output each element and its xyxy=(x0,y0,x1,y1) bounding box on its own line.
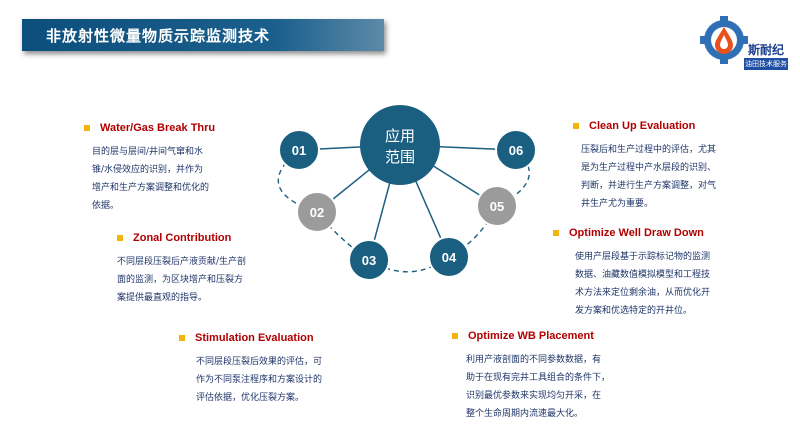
bullet-icon xyxy=(84,125,90,131)
item-description: 目的层与层间/井间气窜和水锥/水侵效应的识别，并作为增产和生产方案调整和优化的依… xyxy=(92,147,210,211)
item-description: 使用产层段基于示踪标记物的监测数据、油藏数值模拟模型和工程技术方法来定位剩余油，… xyxy=(575,252,711,316)
item-optimize-wb-placement: Optimize WB Placement 利用产液剖面的不同参数数据，有助于在… xyxy=(452,330,610,423)
item-zonal-contribution: Zonal Contribution 不同层段压裂后产液贡献/生产剖面的监测，为… xyxy=(117,232,246,307)
bullet-icon xyxy=(553,230,559,236)
node-02-label: 02 xyxy=(310,205,324,220)
item-description: 压裂后和生产过程中的评估，尤其是为生产过程中产水层段的识别、判断，并进行生产方案… xyxy=(581,145,717,209)
node-06-label: 06 xyxy=(509,143,523,158)
item-clean-up-evaluation: Clean Up Evaluation 压裂后和生产过程中的评估，尤其是为生产过… xyxy=(573,120,716,213)
node-01-label: 01 xyxy=(292,143,306,158)
hub-label-line1: 应用 xyxy=(385,127,415,145)
item-title: Clean Up Evaluation xyxy=(589,120,696,132)
item-water-gas-break-thru: Water/Gas Break Thru 目的层与层间/井间气窜和水锥/水侵效应… xyxy=(84,122,215,215)
node-06 xyxy=(495,129,537,171)
node-02 xyxy=(296,191,338,233)
item-title: Stimulation Evaluation xyxy=(195,332,314,344)
node-03-label: 03 xyxy=(362,253,376,268)
company-logo: 斯耐纪 油田技术服务 xyxy=(700,10,790,74)
node-03 xyxy=(348,239,390,281)
dashed-connector-arc xyxy=(277,149,530,273)
title-banner: 非放射性微量物质示踪监测技术 xyxy=(22,19,384,51)
hub-circle xyxy=(360,105,440,185)
item-stimulation-evaluation: Stimulation Evaluation 不同层段压裂后效果的评估，可作为不… xyxy=(179,332,322,407)
node-05 xyxy=(476,185,518,227)
page-title: 非放射性微量物质示踪监测技术 xyxy=(46,27,271,45)
hub-label-line2: 范围 xyxy=(385,148,415,166)
item-title: Optimize WB Placement xyxy=(468,330,594,342)
item-title: Zonal Contribution xyxy=(133,232,232,244)
node-05-label: 05 xyxy=(490,199,504,214)
bullet-icon xyxy=(452,333,458,339)
item-description: 不同层段压裂后效果的评估，可作为不同泵注程序和方案设计的评估依据，优化压裂方案。 xyxy=(196,357,323,403)
bullet-icon xyxy=(179,335,185,341)
item-description: 不同层段压裂后产液贡献/生产剖面的监测，为区块增产和压裂方案提供最直观的指导。 xyxy=(117,257,247,303)
item-optimize-well-draw-down: Optimize Well Draw Down 使用产层段基于示踪标记物的监测数… xyxy=(553,227,710,320)
item-title: Optimize Well Draw Down xyxy=(569,227,704,239)
bullet-icon xyxy=(117,235,123,241)
node-04 xyxy=(428,236,470,278)
bullet-icon xyxy=(573,123,579,129)
item-description: 利用产液剖面的不同参数数据，有助于在现有完井工具组合的条件下，识别最优参数来实现… xyxy=(466,355,611,419)
logo-name: 斯耐纪 xyxy=(748,43,785,57)
logo-subtitle: 油田技术服务 xyxy=(744,58,788,70)
gear-drop-logo-icon xyxy=(700,16,748,64)
item-title: Water/Gas Break Thru xyxy=(100,122,216,134)
node-01 xyxy=(278,129,320,171)
node-04-label: 04 xyxy=(442,250,457,265)
